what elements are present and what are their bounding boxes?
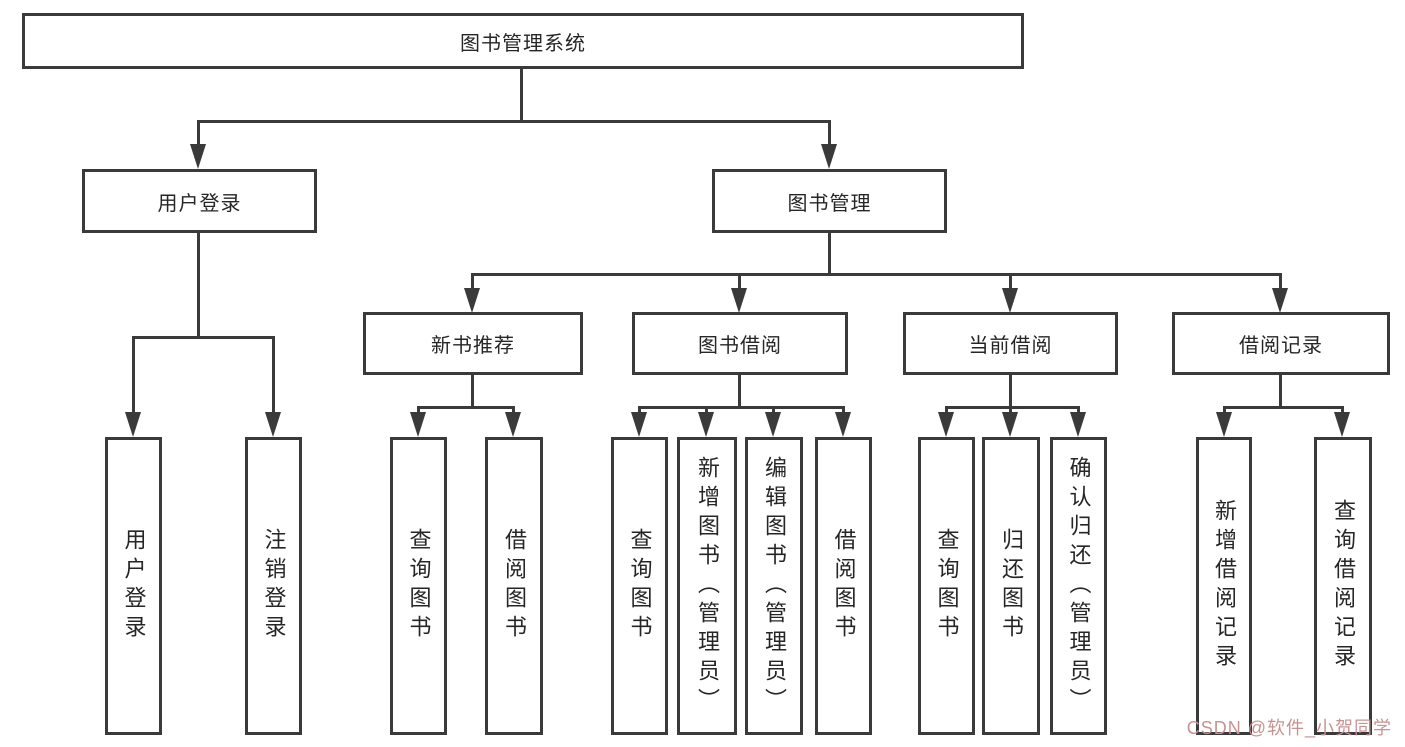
arrow-down-icon [938, 412, 954, 437]
node-label: 新书推荐 [431, 335, 515, 357]
connector-bookmgmt-spread [471, 273, 1282, 276]
connector-userlogin-trunk [197, 233, 200, 339]
node-user-login: 用户登录 [82, 169, 317, 233]
leaf-label: 归还图书 [999, 528, 1024, 644]
node-label: 图书借阅 [698, 335, 782, 357]
leaf-label: 新增借阅记录 [1212, 499, 1237, 673]
connector-stem [197, 120, 200, 148]
leaf-add-borrow-record: 新增借阅记录 [1196, 437, 1252, 735]
arrow-down-icon [835, 412, 851, 437]
arrow-down-icon [1070, 412, 1086, 437]
node-label: 当前借阅 [968, 335, 1053, 357]
arrow-down-icon [731, 288, 747, 313]
node-book-management: 图书管理 [712, 169, 947, 233]
leaf-return-books: 归还图书 [982, 437, 1040, 735]
leaf-user-login: 用户登录 [105, 437, 162, 735]
leaf-query-books-current: 查询图书 [918, 437, 975, 735]
leaf-label: 查询图书 [934, 528, 960, 644]
connector-stem [705, 406, 708, 417]
connector-stem [772, 406, 775, 417]
connector-userlogin-spread [132, 336, 275, 339]
connector-stem [842, 406, 845, 417]
arrow-down-icon [765, 412, 781, 437]
leaf-label: 借阅图书 [502, 528, 527, 644]
connector-stem [638, 406, 641, 417]
connector-trunk [738, 375, 741, 409]
connector-trunk [1279, 375, 1282, 409]
connector-stem [828, 120, 831, 148]
leaf-label: 查询图书 [627, 528, 653, 644]
arrow-down-icon [1216, 412, 1232, 437]
csdn-watermark: CSDN @软件_小贺同学 [1186, 718, 1392, 738]
connector-spread [417, 406, 515, 409]
node-label: 借阅记录 [1239, 335, 1323, 357]
connector-trunk [1009, 375, 1012, 409]
arrow-down-icon [631, 412, 647, 437]
arrow-down-icon [190, 144, 206, 169]
leaf-query-borrow-record: 查询借阅记录 [1314, 437, 1372, 735]
connector-stem [1223, 406, 1226, 417]
arrow-down-icon [125, 412, 141, 437]
connector-root-spread [197, 120, 831, 123]
leaf-label: 确认归还（管理员） [1066, 455, 1092, 717]
connector-stem [1009, 406, 1012, 417]
connector-spread [1223, 406, 1344, 409]
leaf-borrow-books-recommend: 借阅图书 [485, 437, 543, 735]
arrow-down-icon [821, 144, 837, 169]
arrow-down-icon [410, 412, 426, 437]
leaf-label: 查询借阅记录 [1331, 499, 1356, 673]
connector-stem [1009, 273, 1012, 291]
node-root: 图书管理系统 [22, 13, 1024, 69]
connector-root-trunk [520, 69, 523, 123]
node-current-borrowing: 当前借阅 [903, 312, 1118, 375]
leaf-label: 查询图书 [406, 528, 432, 644]
arrow-down-icon [1334, 412, 1350, 437]
connector-stem [132, 336, 135, 416]
connector-stem [1341, 406, 1344, 417]
connector-stem [512, 406, 515, 417]
node-label: 图书管理 [787, 192, 872, 215]
leaf-query-books-recommend: 查询图书 [390, 437, 447, 735]
leaf-label: 新增图书（管理员） [695, 455, 720, 717]
node-new-book-recommend: 新书推荐 [363, 312, 583, 375]
connector-spread [638, 406, 845, 409]
connector-stem [1279, 273, 1282, 291]
arrow-down-icon [464, 288, 480, 313]
arrow-down-icon [1002, 412, 1018, 437]
connector-stem [945, 406, 948, 417]
leaf-confirm-return-admin: 确认归还（管理员） [1050, 437, 1107, 735]
connector-stem [471, 273, 474, 291]
leaf-label: 用户登录 [121, 528, 147, 644]
connector-stem [417, 406, 420, 417]
leaf-logout: 注销登录 [245, 437, 302, 735]
leaf-label: 编辑图书（管理员） [762, 455, 787, 717]
leaf-borrow-books: 借阅图书 [815, 437, 872, 735]
connector-stem [1077, 406, 1080, 417]
node-book-borrowing: 图书借阅 [632, 312, 848, 375]
leaf-label: 注销登录 [261, 528, 287, 644]
leaf-query-books-borrowing: 查询图书 [611, 437, 668, 735]
connector-stem [738, 273, 741, 291]
node-label: 用户登录 [157, 192, 242, 215]
node-root-label: 图书管理系统 [460, 32, 586, 55]
arrow-down-icon [1272, 288, 1288, 313]
connector-trunk [471, 375, 474, 409]
arrow-down-icon [1002, 288, 1018, 313]
connector-bookmgmt-trunk [828, 233, 831, 276]
leaf-add-books-admin: 新增图书（管理员） [677, 437, 737, 735]
connector-spread [945, 406, 1080, 409]
leaf-edit-books-admin: 编辑图书（管理员） [745, 437, 803, 735]
node-borrow-records: 借阅记录 [1172, 312, 1390, 375]
arrow-down-icon [698, 412, 714, 437]
leaf-label: 借阅图书 [831, 528, 857, 644]
connector-stem [272, 336, 275, 416]
arrow-down-icon [265, 412, 281, 437]
arrow-down-icon [505, 412, 521, 437]
